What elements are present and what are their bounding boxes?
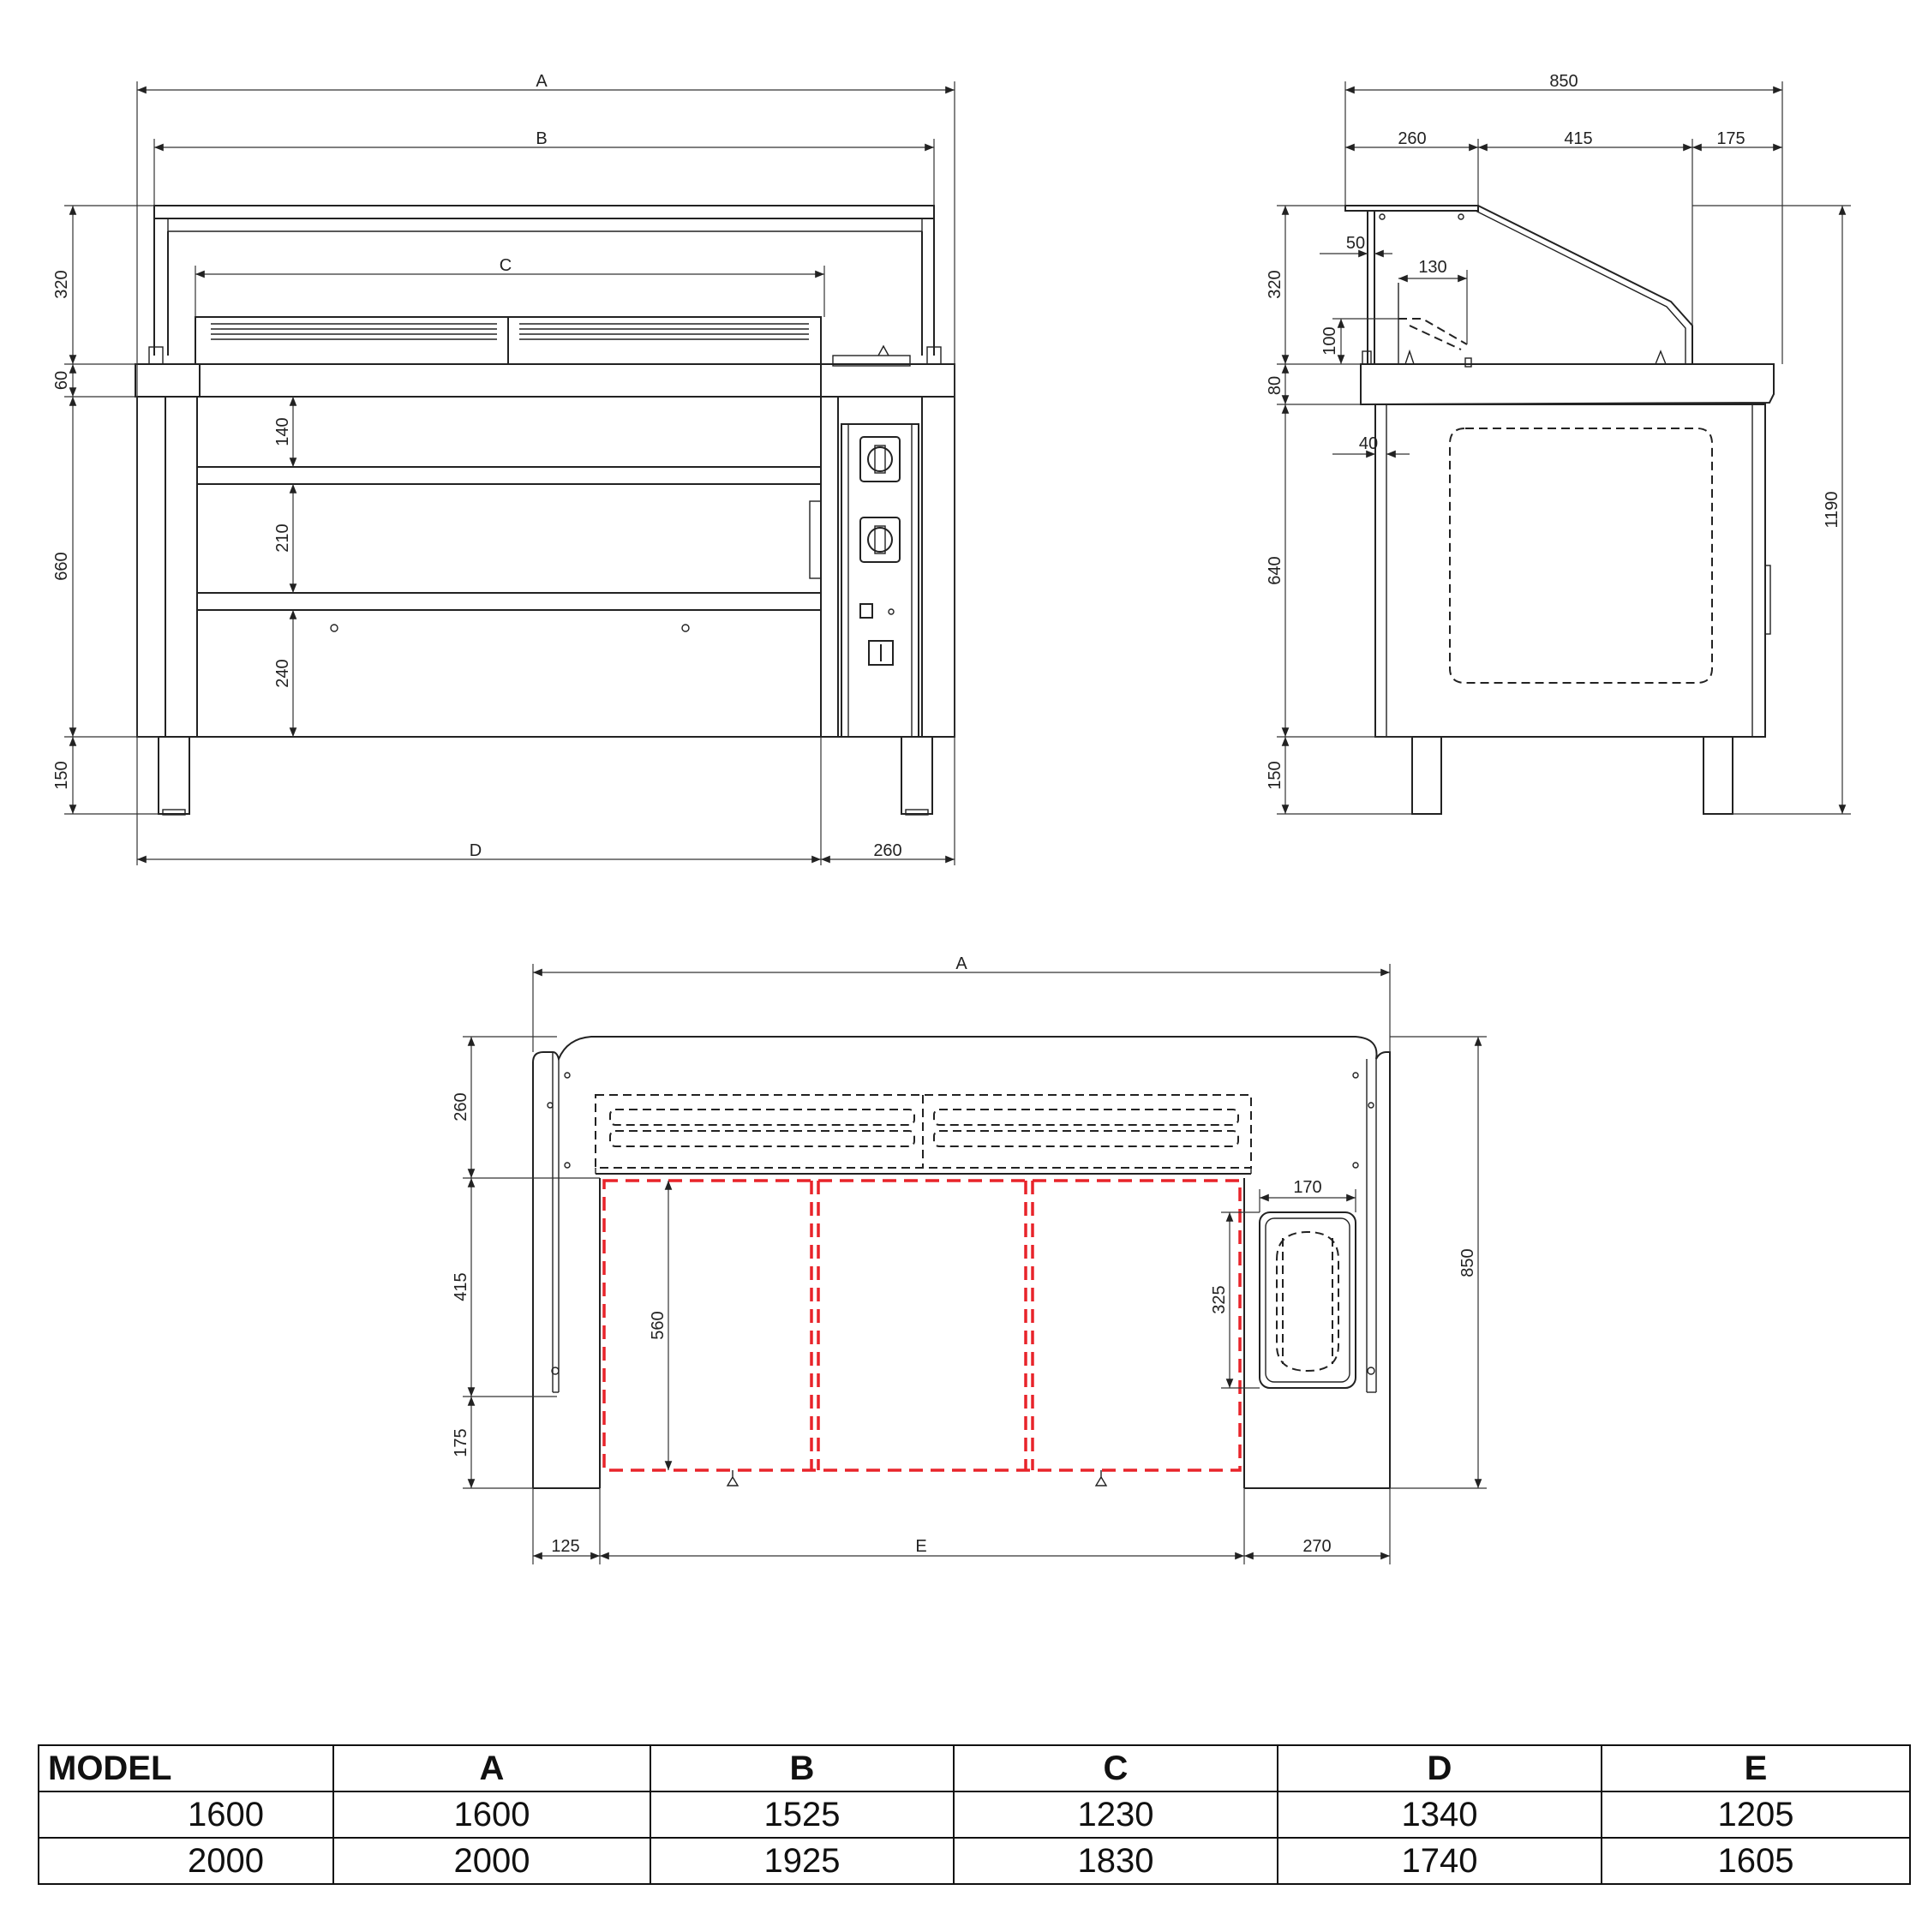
table-cell: 2000 [38,1837,334,1885]
table-header: E [1601,1744,1911,1792]
table-row: 1600 1600 1525 1230 1340 1205 [38,1791,1911,1839]
table-cell: 1230 [953,1791,1278,1839]
socket-icon [859,517,901,563]
dim-shelf-1: 140 [273,417,292,446]
dim-pan-width: 170 [1293,1178,1321,1197]
switch-icon [859,603,873,619]
dim-depth-middle: 415 [1564,129,1592,148]
front-view: A B C D 260 320 60 660 150 140 210 2 [52,72,955,865]
dim-gantry-height-side: 320 [1266,270,1284,298]
table-header: B [650,1744,955,1792]
dim-glass-width: B [536,129,547,148]
pilot-light-icon [888,608,895,615]
technical-drawing: A B C D 260 320 60 660 150 140 210 2 [52,72,1851,1564]
dim-depth-total: 850 [1549,72,1578,91]
well-outline [602,1179,1242,1472]
dim-overall-width: A [536,72,548,91]
dim-top-thickness-side: 80 [1266,376,1284,395]
gn-pan [1259,1211,1356,1389]
dim-total-height: 1190 [1823,491,1841,528]
dim-plan-overall-width: A [955,954,967,973]
table-cell: 1600 [38,1791,334,1839]
dim-inset-40: 40 [1359,434,1378,453]
table-header: D [1277,1744,1602,1792]
table-header: A [332,1744,651,1792]
dim-leg-height: 150 [52,761,71,789]
dim-top-thickness: 60 [52,371,71,390]
dim-pan-length: 325 [1210,1285,1229,1313]
dim-panel-width: 260 [873,841,901,860]
dim-shelf-3: 240 [273,659,292,687]
table-header: C [953,1744,1278,1792]
dim-shelf-2: 210 [273,523,292,552]
table-row: 2000 2000 1925 1830 1740 1605 [38,1837,1911,1885]
table-cell: 1740 [1277,1837,1602,1885]
dim-plan-total-depth: 850 [1458,1248,1477,1277]
dim-depth-rear: 260 [1398,129,1426,148]
dim-well-depth: 560 [649,1311,668,1339]
dim-plan-rear-depth: 260 [452,1092,470,1121]
front-grille-right [519,323,809,340]
dimension-table: MODEL A B C D E 1600 1600 1525 1230 1340… [38,1744,1911,1885]
socket-icon [859,436,901,482]
dim-plan-middle-depth: 415 [452,1272,470,1301]
dim-plan-right-panel: 270 [1302,1537,1331,1556]
rotary-switch-icon [868,640,894,666]
table-cell: 1830 [953,1837,1278,1885]
dim-body-height-side: 640 [1266,556,1284,584]
dim-shelf-depth: 130 [1418,258,1446,277]
table-cell: 1205 [1601,1791,1911,1839]
table-cell: 1925 [650,1837,955,1885]
dim-body-height: 660 [52,552,71,580]
side-view: 850 260 415 175 50 130 100 40 320 80 640 [1266,72,1851,815]
dim-plan-front-depth: 175 [452,1428,470,1456]
table-cell: 1605 [1601,1837,1911,1885]
front-grille-left [211,323,497,340]
plan-view: A 125 E 270 260 415 175 560 170 325 [452,954,1487,1564]
dim-well-width: C [500,256,512,275]
table-cell: 1340 [1277,1791,1602,1839]
dim-offset-50: 50 [1346,234,1365,253]
table-cell: 1525 [650,1791,955,1839]
dim-depth-front: 175 [1716,129,1745,148]
dim-plan-well-width: E [915,1537,926,1556]
dim-gantry-height: 320 [52,270,71,298]
table-cell: 1600 [332,1791,651,1839]
dim-leg-height-side: 150 [1266,761,1284,789]
dim-plan-left-margin: 125 [551,1537,579,1556]
table-header: MODEL [38,1744,334,1792]
table-header-row: MODEL A B C D E [38,1744,1911,1792]
table-cell: 2000 [332,1837,651,1885]
dim-shelf-height: 100 [1320,326,1339,355]
dim-cabinet-width: D [470,841,482,860]
